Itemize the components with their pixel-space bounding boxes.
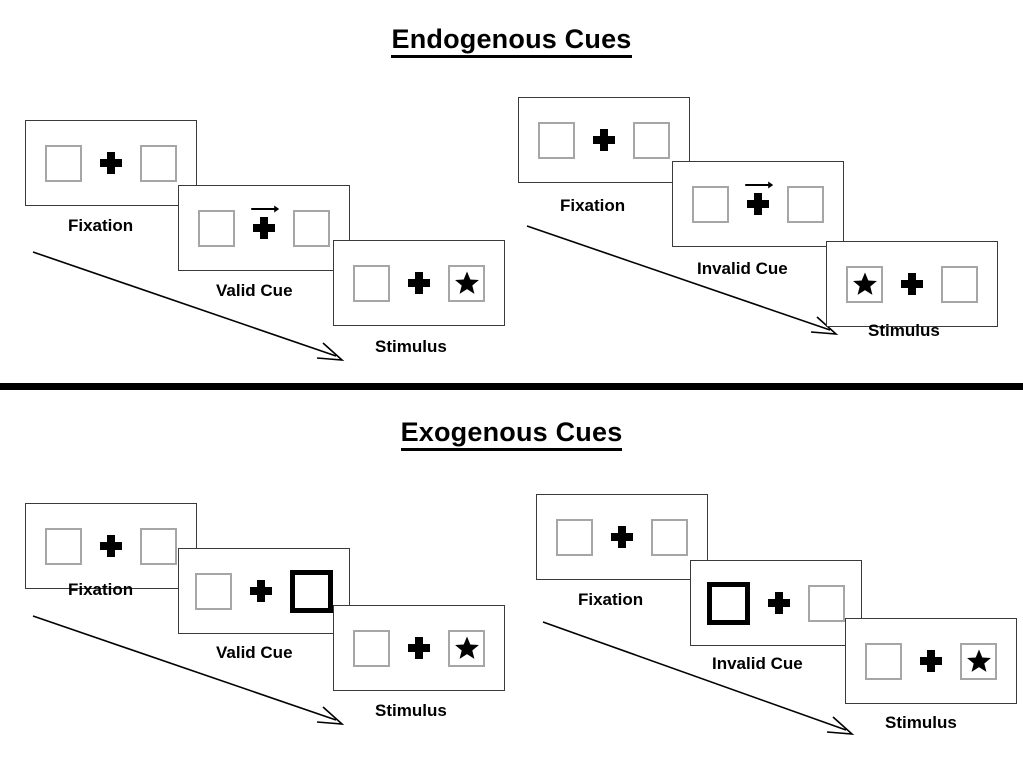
caption-exogenous-invalid-stimulus: Stimulus <box>885 713 957 732</box>
panel-endogenous-valid-stimulus <box>333 240 505 326</box>
left-box <box>353 629 390 667</box>
star-icon <box>454 270 480 296</box>
arrow-right-icon <box>744 179 774 191</box>
panel-content <box>707 581 845 625</box>
section-title-exogenous-text: Exogenous Cues <box>400 417 623 451</box>
panel-content <box>45 527 177 565</box>
section-divider <box>0 383 1023 390</box>
left-box <box>692 185 729 223</box>
plus-icon <box>768 592 790 614</box>
caption-exogenous-valid-cue: Valid Cue <box>216 643 293 662</box>
caption-endogenous-invalid-fixation: Fixation <box>560 196 626 215</box>
plus-icon <box>611 526 633 548</box>
panel-content <box>865 642 997 680</box>
plus-icon <box>745 181 774 215</box>
plus-icon <box>408 272 430 294</box>
left-box <box>198 209 235 247</box>
panel-endogenous-invalid-stimulus <box>826 241 998 327</box>
plus-icon <box>920 650 942 672</box>
panel-exogenous-invalid-stimulus <box>845 618 1017 704</box>
panel-content <box>692 181 824 223</box>
panel-exogenous-invalid-fixation <box>536 494 708 580</box>
left-box <box>45 144 82 182</box>
panel-exogenous-invalid-cue <box>690 560 862 646</box>
plus-icon <box>251 205 280 239</box>
star-icon <box>454 635 480 661</box>
panel-content <box>353 629 485 667</box>
left-box <box>45 527 82 565</box>
panel-exogenous-valid-cue <box>178 548 350 634</box>
plus-icon <box>408 637 430 659</box>
plus-icon <box>100 152 122 174</box>
left-box-cued <box>707 581 750 625</box>
panel-content <box>198 205 330 247</box>
caption-exogenous-valid-stimulus: Stimulus <box>375 701 447 720</box>
caption-endogenous-valid-fixation: Fixation <box>68 216 134 235</box>
panel-content <box>353 264 485 302</box>
panel-endogenous-invalid-cue <box>672 161 844 247</box>
right-box <box>960 642 997 680</box>
section-title-exogenous: Exogenous Cues <box>0 417 1023 451</box>
right-box <box>448 264 485 302</box>
panel-content <box>45 144 177 182</box>
right-box <box>140 527 177 565</box>
star-icon <box>852 271 878 297</box>
caption-endogenous-invalid-cue: Invalid Cue <box>697 259 788 278</box>
left-box <box>195 572 232 610</box>
right-box <box>941 265 978 303</box>
right-box <box>448 629 485 667</box>
star-icon <box>966 648 992 674</box>
right-box <box>787 185 824 223</box>
panel-content <box>846 265 978 303</box>
caption-exogenous-invalid-fixation: Fixation <box>578 590 644 609</box>
caption-endogenous-invalid-stimulus: Stimulus <box>868 321 940 340</box>
caption-exogenous-invalid-cue: Invalid Cue <box>712 654 803 673</box>
left-box <box>865 642 902 680</box>
caption-exogenous-valid-fixation: Fixation <box>68 580 134 599</box>
panel-endogenous-valid-cue <box>178 185 350 271</box>
right-box <box>293 209 330 247</box>
plus-icon <box>250 580 272 602</box>
left-box <box>538 121 575 159</box>
panel-endogenous-valid-fixation <box>25 120 197 206</box>
panel-content <box>195 569 333 613</box>
plus-icon <box>100 535 122 557</box>
panel-exogenous-valid-fixation <box>25 503 197 589</box>
plus-icon <box>901 273 923 295</box>
panel-content <box>556 518 688 556</box>
right-box <box>633 121 670 159</box>
panel-exogenous-valid-stimulus <box>333 605 505 691</box>
right-box-cued <box>290 569 333 613</box>
panel-content <box>538 121 670 159</box>
right-box <box>140 144 177 182</box>
arrow-right-icon <box>250 203 280 215</box>
left-box <box>556 518 593 556</box>
left-box <box>353 264 390 302</box>
panel-endogenous-invalid-fixation <box>518 97 690 183</box>
plus-icon <box>593 129 615 151</box>
section-title-endogenous-text: Endogenous Cues <box>391 24 632 58</box>
right-box <box>651 518 688 556</box>
caption-endogenous-valid-stimulus: Stimulus <box>375 337 447 356</box>
caption-endogenous-valid-cue: Valid Cue <box>216 281 293 300</box>
left-box <box>846 265 883 303</box>
right-box <box>808 584 845 622</box>
section-title-endogenous: Endogenous Cues <box>0 24 1023 58</box>
